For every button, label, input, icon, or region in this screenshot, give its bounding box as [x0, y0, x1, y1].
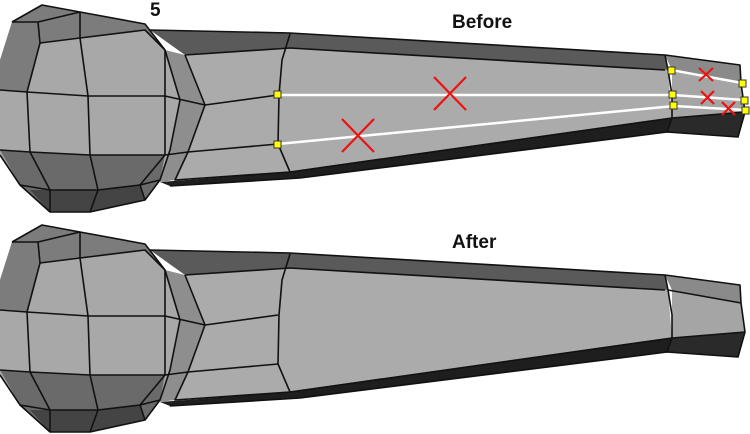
after-model	[0, 224, 746, 433]
x-mark-icon	[721, 101, 736, 116]
vertex	[669, 101, 678, 110]
selected-edges	[277, 68, 746, 146]
before-label: Before	[452, 12, 513, 33]
before-model	[0, 4, 750, 213]
x-mark-icon	[341, 118, 375, 153]
x-mark-icon	[700, 90, 715, 105]
selected-vertices	[273, 66, 750, 149]
vertex	[738, 79, 747, 88]
after-label: After	[452, 232, 497, 253]
step-number: 5	[150, 0, 161, 21]
vertex	[740, 96, 749, 105]
x-mark-icon	[698, 67, 714, 82]
vertex	[668, 90, 677, 99]
vertex	[741, 106, 750, 115]
vertex	[273, 90, 282, 99]
vertex	[273, 140, 282, 149]
delete-marks	[341, 67, 736, 153]
vertex	[667, 66, 676, 75]
x-mark-icon	[433, 76, 467, 111]
